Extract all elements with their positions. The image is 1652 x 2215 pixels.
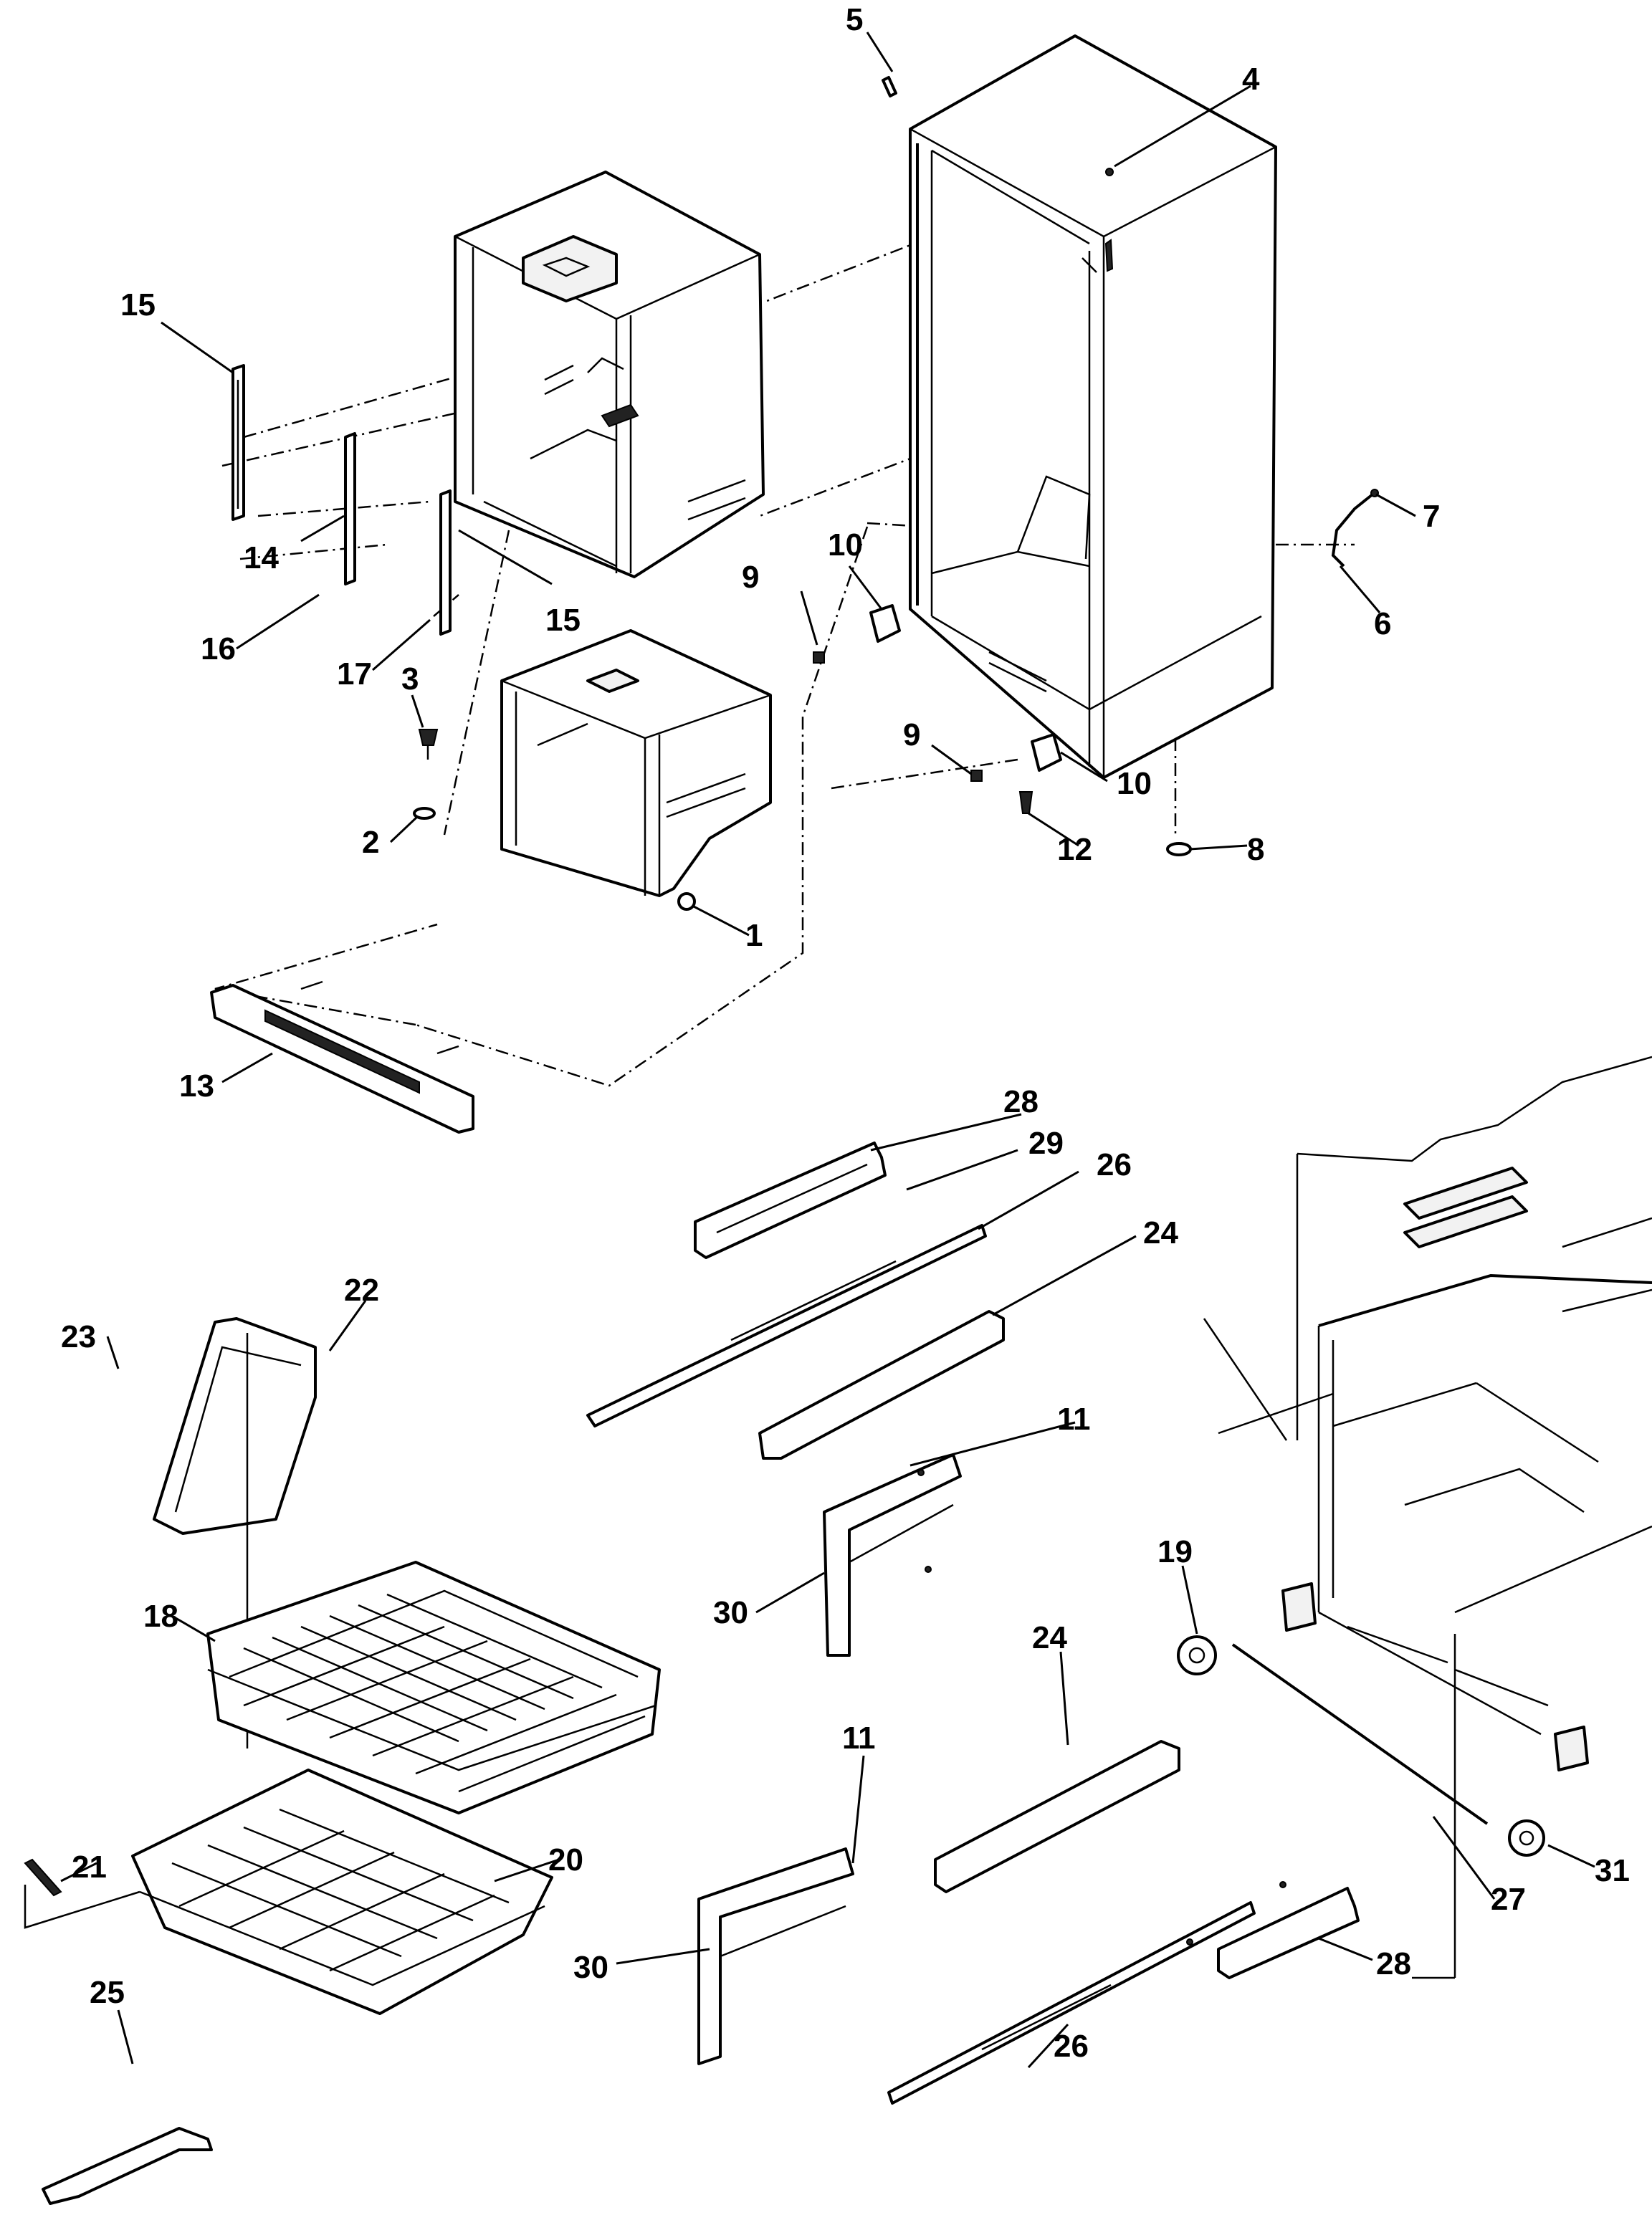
callout-6: 6 xyxy=(1374,606,1391,641)
callout-10: 10 xyxy=(1117,766,1152,801)
freezer-lower-liner xyxy=(500,629,772,897)
callout-31: 31 xyxy=(1595,1853,1630,1888)
callout-30: 30 xyxy=(713,1595,748,1630)
callout-24: 24 xyxy=(1032,1620,1067,1655)
callout-5: 5 xyxy=(846,2,863,37)
callout-30: 30 xyxy=(573,1950,608,1985)
callout-labels: 5 4 15 14 15 16 17 3 2 1 9 10 9 10 12 8 … xyxy=(61,2,1630,2064)
callout-24: 24 xyxy=(1143,1215,1178,1250)
callout-26: 26 xyxy=(1054,2029,1089,2064)
hardware-small-parts xyxy=(210,76,1379,1134)
callout-25: 25 xyxy=(90,1975,125,2010)
callout-16: 16 xyxy=(201,631,236,666)
callout-14: 14 xyxy=(244,540,279,575)
callout-4: 4 xyxy=(1242,62,1260,97)
callout-13: 13 xyxy=(179,1068,214,1104)
callout-9: 9 xyxy=(742,560,759,595)
callout-11: 11 xyxy=(842,1721,876,1756)
callout-7: 7 xyxy=(1423,499,1440,534)
callout-3: 3 xyxy=(401,661,419,697)
leader-lines xyxy=(60,32,1595,2069)
callout-18: 18 xyxy=(143,1599,178,1634)
callout-17: 17 xyxy=(337,656,372,692)
callout-20: 20 xyxy=(548,1842,583,1877)
callout-22: 22 xyxy=(344,1273,379,1308)
callout-28: 28 xyxy=(1003,1084,1039,1119)
callout-1: 1 xyxy=(745,918,763,953)
cabinet-interior-view xyxy=(1203,1056,1652,1979)
baskets-and-dividers xyxy=(24,1317,661,2205)
callout-27: 27 xyxy=(1491,1882,1526,1917)
drawer-slide-assemblies xyxy=(586,1142,1545,2105)
callout-21: 21 xyxy=(72,1850,107,1885)
callout-2: 2 xyxy=(362,825,379,860)
callout-8: 8 xyxy=(1247,832,1264,867)
callout-10: 10 xyxy=(828,527,863,563)
callout-19: 19 xyxy=(1157,1534,1193,1569)
freezer-upper-liner xyxy=(454,171,765,578)
callout-9: 9 xyxy=(903,717,920,752)
callout-23: 23 xyxy=(61,1319,96,1354)
callout-26: 26 xyxy=(1097,1147,1132,1182)
callout-29: 29 xyxy=(1028,1126,1064,1161)
fresh-food-liner xyxy=(909,34,1277,779)
callout-12: 12 xyxy=(1057,832,1092,867)
callout-28: 28 xyxy=(1376,1946,1411,1981)
callout-15: 15 xyxy=(545,603,581,638)
callout-11: 11 xyxy=(1057,1402,1091,1437)
callout-15: 15 xyxy=(120,287,156,322)
